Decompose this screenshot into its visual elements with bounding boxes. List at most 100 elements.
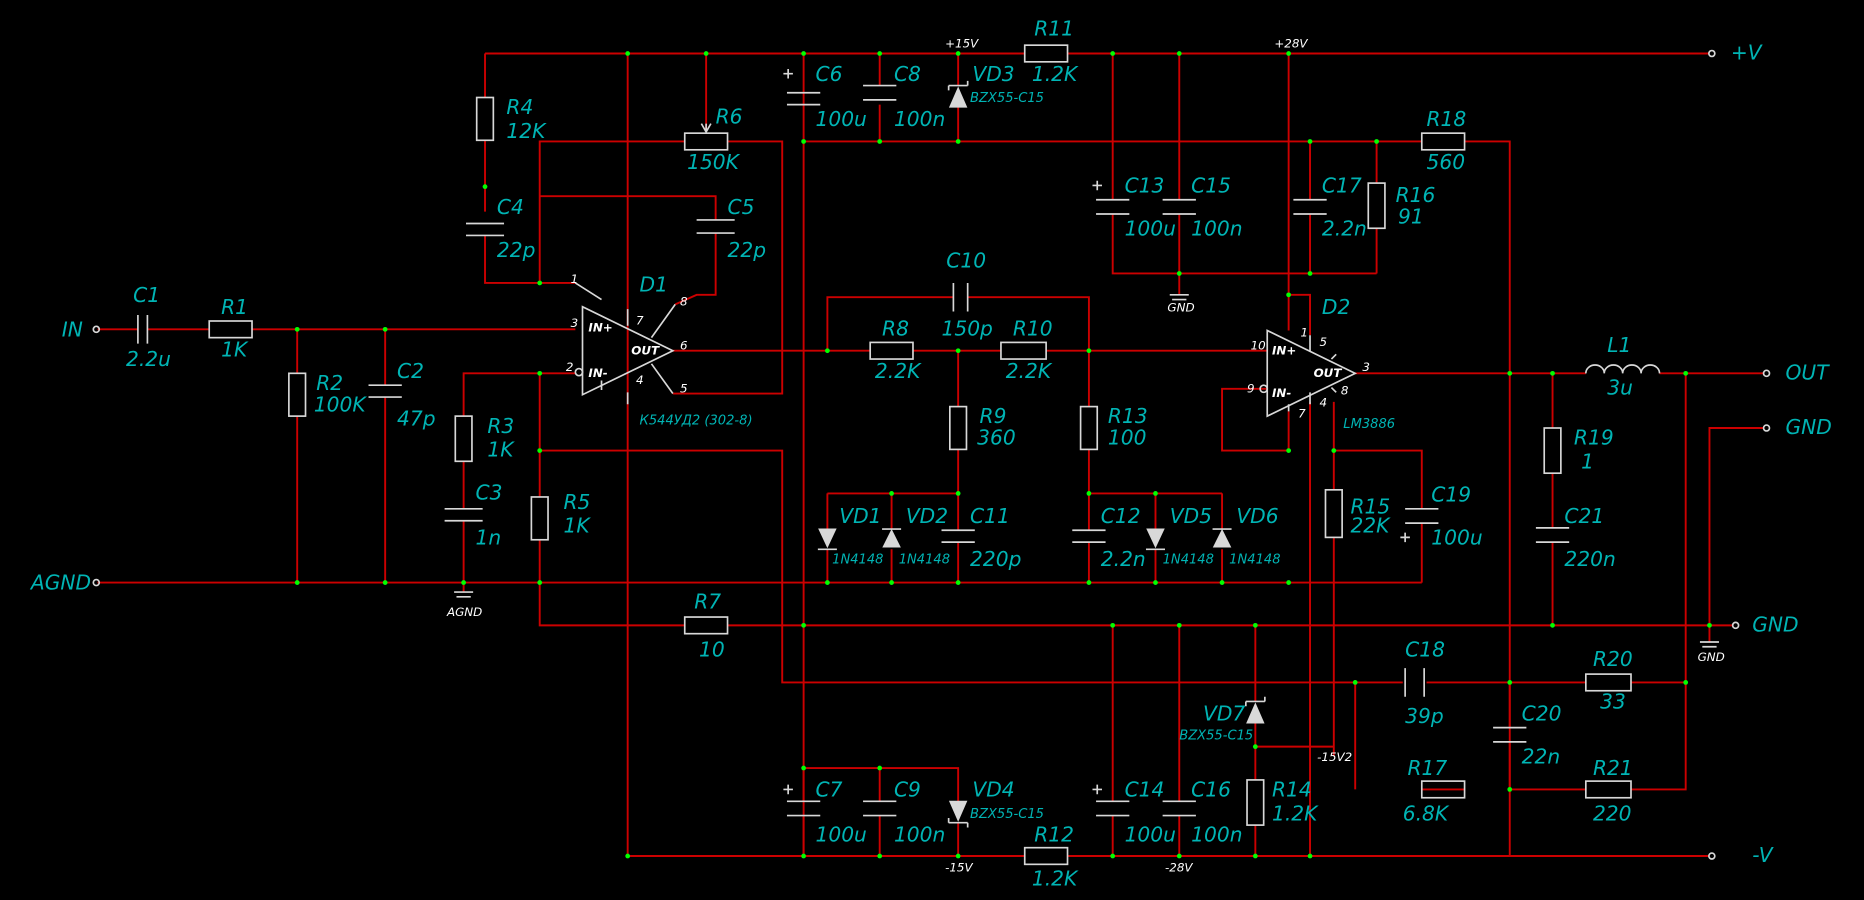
c7-ref-label: C7 <box>816 778 843 802</box>
d2-part: LM3886 <box>1343 417 1395 432</box>
r3-body <box>454 415 473 463</box>
d1-part: К544УД2 (302-8) <box>640 413 753 428</box>
r15-body <box>1324 488 1343 539</box>
d1-triangle <box>581 305 675 397</box>
d2-in-minus: IN- <box>1272 386 1291 400</box>
c12-ref-label: C12 <box>1101 504 1141 528</box>
gnd-label-agnd: AGND <box>446 605 482 619</box>
d1-pin-8: 8 <box>680 295 688 309</box>
c8-body <box>863 84 897 101</box>
r1-ref-label: R1 <box>221 295 248 319</box>
port-labels: IN AGND +V OUT GND GND -V +15V +28V -15V… <box>29 37 1832 875</box>
vd6-value-label: 1N4148 <box>1229 553 1280 568</box>
d1-pin-5: 5 <box>680 381 688 395</box>
c14-value-label: 100u <box>1125 823 1176 847</box>
port-in: IN <box>62 317 83 341</box>
c2-ref-label: C2 <box>397 359 424 383</box>
c15-value-label: 100n <box>1191 216 1242 240</box>
c21-ref-label: C21 <box>1564 504 1604 528</box>
r13-body <box>1079 405 1099 451</box>
junctions <box>294 51 1712 859</box>
d1-pin-3: 3 <box>571 316 579 330</box>
c16-body <box>1162 800 1196 817</box>
c14-body <box>1096 800 1130 817</box>
c2-body <box>368 384 402 398</box>
port-plus-v: +V <box>1731 40 1763 64</box>
l1-body <box>1584 364 1661 374</box>
r18-ref-label: R18 <box>1427 107 1467 131</box>
r3-value-label: 1K <box>487 438 515 462</box>
r14-ref-label: R14 <box>1272 778 1312 802</box>
vd2-body <box>882 528 901 548</box>
r12-value-label: 1.2K <box>1032 867 1079 891</box>
c19-value-label: 100u <box>1431 526 1482 550</box>
r16-body <box>1367 182 1386 230</box>
r8-body <box>869 341 914 360</box>
c20-body <box>1493 726 1527 743</box>
r6-ref-label: R6 <box>716 105 743 129</box>
r8-ref-label: R8 <box>882 316 909 340</box>
r7-body <box>683 616 729 635</box>
r21-value-label: 220 <box>1593 801 1632 825</box>
d2-ref: D2 <box>1322 295 1350 319</box>
rail-plus15: +15V <box>945 37 979 51</box>
r13-ref-label: R13 <box>1108 404 1148 428</box>
r9-ref-label: R9 <box>980 404 1007 428</box>
r5-ref-label: R5 <box>563 490 590 514</box>
c21-value-label: 220n <box>1564 547 1615 571</box>
c10-ref-label: C10 <box>946 249 986 273</box>
c16-ref-label: C16 <box>1191 778 1231 802</box>
vd2-ref-label: VD2 <box>906 504 948 528</box>
c13-value-label: 100u <box>1125 216 1176 240</box>
c10-body <box>952 282 969 312</box>
d2-pin-7: 7 <box>1298 406 1306 420</box>
r2-ref-label: R2 <box>316 371 343 395</box>
vd7-value-label: BZX55-C15 <box>1179 728 1253 743</box>
r18-body <box>1420 132 1466 151</box>
d1-pin-6: 6 <box>680 339 688 353</box>
c4-ref-label: C4 <box>497 195 524 219</box>
r17-value-label: 6.8K <box>1403 801 1450 825</box>
r19-ref-label: R19 <box>1574 426 1614 450</box>
vd3-ref-label: VD3 <box>972 62 1014 86</box>
r4-value-label: 12K <box>506 119 547 143</box>
r20-value-label: 33 <box>1600 690 1626 714</box>
d2-pin-3: 3 <box>1362 360 1370 374</box>
r6-body <box>683 132 729 151</box>
port-agnd: AGND <box>29 571 91 595</box>
r11-ref-label: R11 <box>1034 17 1074 41</box>
c12-body <box>1072 529 1106 543</box>
c7-body <box>786 800 821 817</box>
d1-in-minus: IN- <box>588 366 607 380</box>
vd1-ref-label: VD1 <box>839 504 881 528</box>
r2-body <box>288 372 307 417</box>
c11-body <box>941 529 975 543</box>
r20-body <box>1584 673 1632 692</box>
c4-value-label: 22p <box>497 238 536 262</box>
r1-body <box>208 320 253 339</box>
c17-value-label: 2.2n <box>1322 216 1367 240</box>
d2-pin-4: 4 <box>1320 396 1328 410</box>
vd7-body <box>1246 702 1265 724</box>
port-out: OUT <box>1786 360 1831 384</box>
d2-pin-10: 10 <box>1251 339 1266 353</box>
vd4-value-label: BZX55-C15 <box>970 807 1044 822</box>
c6-body <box>786 91 821 106</box>
vd2-value-label: 1N4148 <box>899 553 950 568</box>
c5-ref-label: C5 <box>728 195 755 219</box>
d2-triangle <box>1266 329 1358 418</box>
vd5-value-label: 1N4148 <box>1163 553 1214 568</box>
r6-value-label: 150K <box>687 150 741 174</box>
c17-ref-label: C17 <box>1322 174 1362 198</box>
r9-value-label: 360 <box>977 426 1016 450</box>
c18-ref-label: C18 <box>1405 637 1445 661</box>
gnd-label-b: GND <box>1698 650 1725 664</box>
r11-body <box>1023 44 1069 63</box>
r1-value-label: 1K <box>221 338 249 362</box>
c19-body <box>1405 508 1439 524</box>
r16-value-label: 91 <box>1398 205 1424 229</box>
r14-body <box>1246 779 1265 826</box>
vd6-body <box>1212 528 1232 548</box>
